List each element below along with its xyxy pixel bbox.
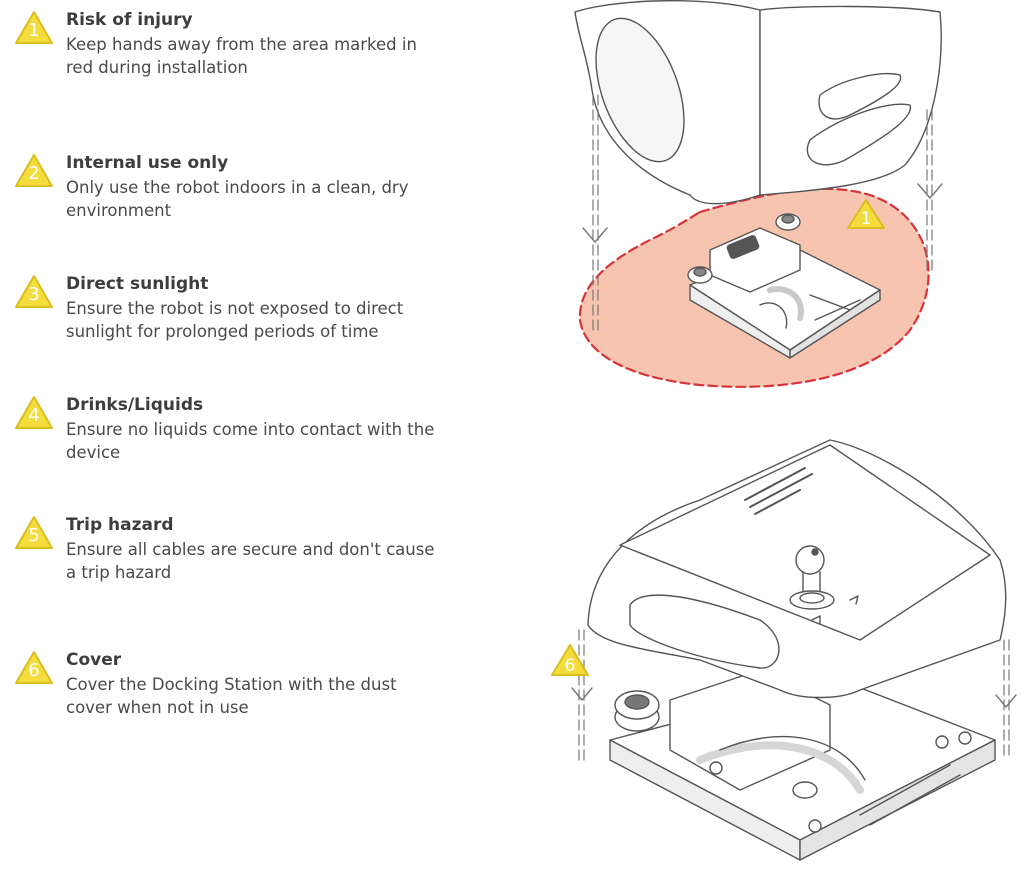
warning-title: Direct sunlight [66, 274, 209, 294]
warning-description: Keep hands away from the area marked in … [66, 35, 417, 77]
warning-title: Trip hazard [66, 515, 174, 535]
warning-title: Internal use only [66, 153, 229, 173]
warning-description: Cover the Docking Station with the dust … [66, 675, 397, 717]
svg-text:6: 6 [565, 656, 576, 676]
warning-title: Drinks/Liquids [66, 395, 204, 415]
warning-description: Ensure no liquids come into contact with… [66, 420, 435, 462]
warning-title: Cover [66, 650, 122, 670]
warning-title: Risk of injury [66, 10, 193, 30]
robot-docking-illustration [574, 0, 943, 388]
warning-description: Ensure all cables are secure and don't c… [66, 540, 435, 582]
warning-description: Ensure the robot is not exposed to direc… [66, 299, 404, 341]
warning-number: 1 [28, 20, 40, 41]
warning-triangle-icon [15, 651, 53, 684]
warning-number: 2 [28, 163, 40, 184]
warning-marker-1: 1 [847, 199, 885, 229]
warning-number: 3 [28, 284, 40, 305]
warning-triangle-icon [15, 275, 53, 308]
warning-number: 4 [28, 405, 40, 426]
warning-number: 6 [28, 660, 40, 681]
warning-number: 5 [28, 525, 40, 546]
warning-triangle-icon [15, 11, 53, 44]
warning-marker-6: 6 [551, 644, 589, 676]
warning-triangle-icon [15, 154, 53, 187]
warning-triangle-icon [15, 516, 53, 549]
docking-station-cover-illustration [571, 439, 1017, 861]
warning-triangle-icon [15, 396, 53, 429]
svg-text:1: 1 [861, 209, 872, 229]
warning-description: Only use the robot indoors in a clean, d… [66, 178, 409, 220]
